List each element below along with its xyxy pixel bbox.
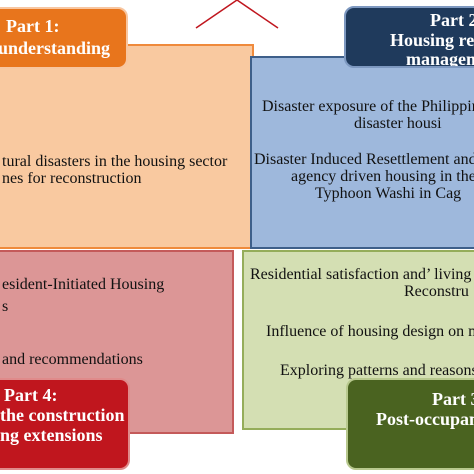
part2-item-1: Disaster exposure of the Philippin (262, 98, 474, 115)
part4-title-line1: Part 4: (4, 385, 58, 405)
part3-item-4: Exploring patterns and reasons (280, 362, 474, 379)
part3-title-line2: Post-occupan (376, 409, 474, 429)
part3-item-1: Residential satisfaction and’ living c (250, 266, 474, 283)
part2-title-line3: managem (406, 49, 474, 68)
connector-top-right (236, 0, 279, 29)
part2-title-line1: Part 2 (430, 10, 474, 30)
part2-item-3: Disaster Induced Resettlement and g (254, 151, 474, 168)
part1-title-line1: Part 1: (6, 16, 60, 36)
part2-title-tab: Part 2 Housing rec managem (344, 6, 474, 68)
part4-item-2: s (2, 298, 9, 315)
part4-title-line3: ng extensions (0, 425, 103, 445)
part2-item-5: Typhoon Washi in Cag (315, 185, 462, 202)
connector-top-left (195, 0, 238, 29)
part4-title-tab: Part 4: the construction ng extensions (0, 378, 130, 470)
part2-title-line2: Housing rec (390, 30, 474, 50)
part1-item-2: nes for reconstruction (2, 170, 142, 187)
part1-title-line2: understanding (0, 38, 111, 58)
part3-title-line1: Part 3 (432, 389, 474, 409)
part2-panel: Disaster exposure of the Philippin disas… (250, 56, 474, 249)
part1-panel: tural disasters in the housing sector ne… (0, 44, 254, 249)
part4-item-1: esident-Initiated Housing (2, 276, 165, 293)
part1-item-1: tural disasters in the housing sector (2, 153, 228, 170)
part4-item-3: and recommendations (2, 351, 143, 368)
part2-item-4: agency driven housing in the a (291, 168, 474, 185)
part2-item-2: disaster housi (354, 115, 442, 132)
part3-title-tab: Part 3 Post-occupan (346, 378, 474, 470)
part4-title-line2: the construction (0, 405, 125, 425)
part3-item-3: Influence of housing design on m (266, 323, 474, 340)
part3-item-2: Reconstru (404, 283, 469, 300)
part1-title-tab: Part 1: understanding (0, 7, 128, 69)
